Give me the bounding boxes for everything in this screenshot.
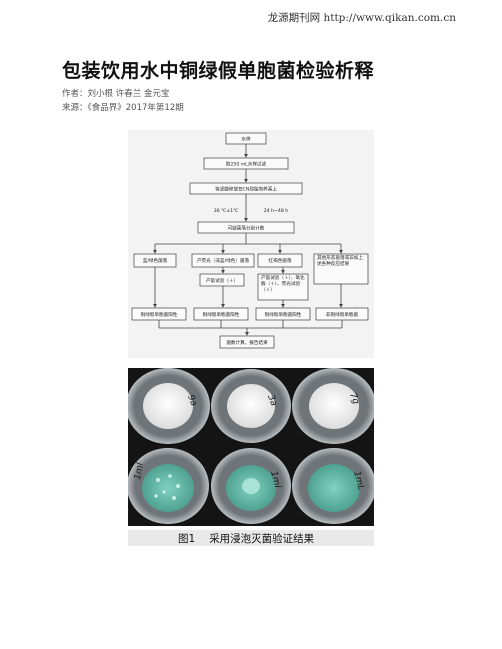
flow-branch-text-3: 红褐色菌落	[269, 257, 292, 264]
flow-time-text: 24 h~48 h	[264, 208, 288, 214]
caption-number: 图1	[178, 532, 196, 545]
article-title: 包装饮用水中铜绿假单胞菌检验析释	[62, 60, 375, 82]
caption-text: 采用浸泡灭菌验证结果	[209, 532, 315, 545]
flow-test-text-2: 产氨试验（＋）	[206, 277, 238, 284]
flow-final-text: 菌数计算，报告结果	[226, 339, 268, 346]
flow-count-text: 可疑菌落分别计数	[228, 225, 265, 232]
dish-label-5: 1ml	[268, 470, 282, 489]
source-url[interactable]: 龙源期刊网 http://www.qikan.com.cn	[267, 12, 456, 24]
flow-result-text-1: 铜绿假单胞菌阳性	[141, 311, 178, 318]
flow-final-box	[219, 335, 275, 349]
flow-test-text-3: 产氨试验（＋）、氧化酶（＋）、荧光试验（＋）	[261, 276, 305, 293]
article-authors: 作者：刘小根 许春兰 金元宝	[62, 89, 170, 99]
petri-dish-bottom-2	[211, 448, 291, 524]
flow-branch-text-1: 蓝/绿色菌落	[143, 257, 168, 264]
dish-label-6: 1mL	[351, 470, 366, 491]
dish-label-1: 9a	[185, 394, 198, 408]
dish-label-3: 7g	[347, 392, 360, 406]
flow-result-text-2: 铜绿假单胞菌阳性	[203, 311, 240, 318]
flow-branch-box-4	[313, 253, 369, 285]
petri-dish-top-1	[128, 368, 210, 444]
flow-start-text: 水样	[241, 136, 251, 143]
figure-caption: 图1 采用浸泡灭菌验证结果	[128, 530, 374, 546]
flow-result-text-4: 非铜绿假单胞菌	[326, 311, 359, 318]
flow-filter-text: 取250 mL水样过滤	[226, 161, 267, 168]
dish-label-4: 1ml	[133, 462, 146, 481]
flow-culture-text: 将滤膜移放在CN琼脂培养基上	[215, 186, 277, 193]
flow-test-box-2	[199, 273, 245, 287]
petri-dish-top-3	[292, 368, 374, 444]
article-source: 来源：《食品界》2017年第12期	[62, 103, 184, 113]
petri-dish-bottom-3	[292, 448, 374, 524]
petri-dish-photo: 9a 3a 7g 1ml 1ml 1mL	[128, 368, 374, 526]
flow-test-box-3	[257, 273, 309, 301]
petri-dish-bottom-1	[128, 448, 209, 524]
flow-temp-text: 36 ℃±1℃	[214, 208, 238, 214]
dish-label-2: 3a	[265, 394, 278, 408]
petri-dish-top-2	[211, 369, 291, 443]
flow-branch-text-4: 其他形态菌落或非如上述各种反应结果	[317, 256, 363, 267]
flow-branch-text-2: 产荧光（非蓝/绿色）菌落	[197, 257, 249, 264]
flow-result-text-3: 铜绿假单胞菌阳性	[265, 311, 302, 318]
flow-branch-box-3	[257, 253, 303, 268]
flowchart-figure: 水样 取250 mL水样过滤 将滤膜移放在CN琼脂培养基上 36 ℃±1℃ 24…	[128, 130, 374, 358]
